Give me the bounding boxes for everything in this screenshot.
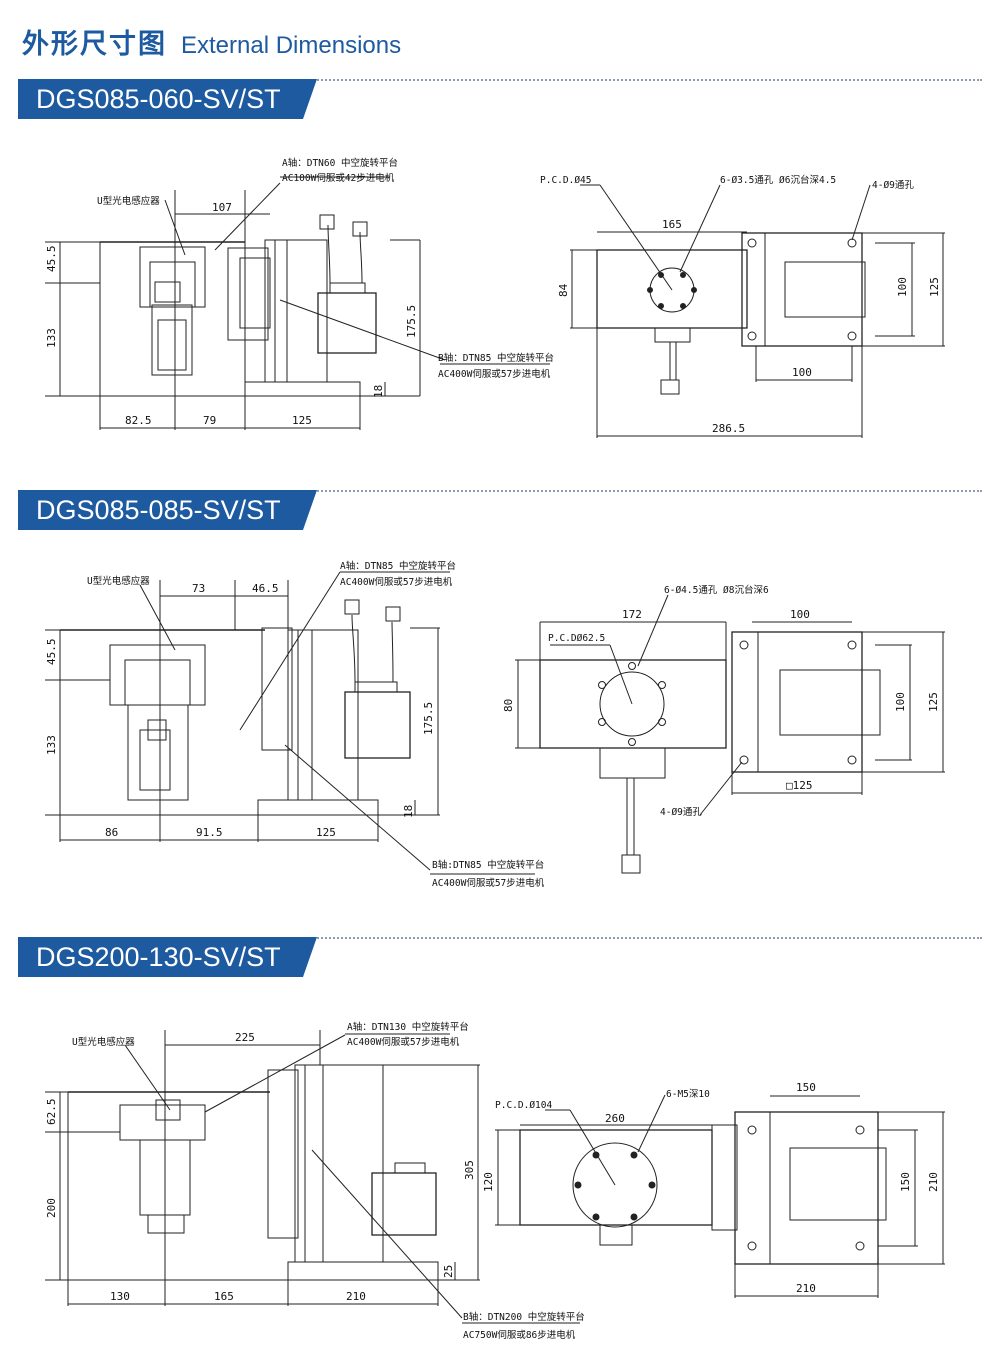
dim-label: 18: [372, 385, 385, 398]
dim-label: 210: [927, 1172, 940, 1192]
top-view-2: [515, 594, 945, 874]
dim-label: 172: [622, 608, 642, 621]
top-view-3: [495, 1094, 945, 1298]
dim-label: 175.5: [422, 702, 435, 735]
label-holes: 6-Ø3.5通孔 Ø6沉台深4.5: [720, 174, 836, 186]
dim-label: 91.5: [196, 826, 223, 839]
dim-label: 25: [442, 1265, 455, 1278]
dim-label: 100: [896, 277, 909, 297]
label-a-motor: AC400W伺服或57步进电机: [347, 1036, 460, 1048]
label-a-motor: AC400W伺服或57步进电机: [340, 576, 453, 588]
dim-label: 79: [203, 414, 216, 427]
top-view-1-labels: P.C.D.Ø45 6-Ø3.5通孔 Ø6沉台深4.5 4-Ø9通孔 165 8…: [540, 174, 941, 435]
label-a-axis: A轴：DTN85 中空旋转平台: [340, 560, 456, 572]
dim-label: 100: [792, 366, 812, 379]
dim-label: 82.5: [125, 414, 152, 427]
dim-label: 133: [45, 735, 58, 755]
label-pcd: P.C.D.Ø45: [540, 175, 591, 186]
dim-label: 100: [790, 608, 810, 621]
divider: [290, 937, 982, 939]
dim-label: 125: [292, 414, 312, 427]
dim-label: 18: [402, 805, 415, 818]
dim-label: 200: [45, 1198, 58, 1218]
model-tag: DGS085-085-SV/ST: [18, 490, 317, 530]
side-view-3: [45, 1030, 580, 1324]
divider: [290, 490, 982, 492]
label-b-axis: B轴：DTN200 中空旋转平台: [463, 1311, 585, 1323]
label-a-axis: A轴：DTN60 中空旋转平台: [282, 157, 398, 169]
label-b-motor: AC400W伺服或57步进电机: [438, 368, 551, 380]
label-b-axis: B轴:DTN85 中空旋转平台: [432, 859, 544, 871]
label-sensor: U型光电感应器: [97, 195, 160, 207]
dim-label: 130: [110, 1290, 130, 1303]
page-title-zh: 外形尺寸图: [22, 29, 167, 60]
label-b-motor: AC400W伺服或57步进电机: [432, 877, 545, 889]
dim-label: 150: [796, 1081, 816, 1094]
dim-label: 107: [212, 201, 232, 214]
label-a-motor: AC100W伺服或42步进电机: [282, 172, 395, 184]
dim-label: 125: [316, 826, 336, 839]
label-sensor: U型光电感应器: [87, 575, 150, 587]
dim-label: 80: [502, 699, 515, 712]
dim-label: 84: [557, 283, 570, 297]
dim-label: 165: [662, 218, 682, 231]
label-pcd: P.C.DØ62.5: [548, 633, 605, 644]
model-tag: DGS200-130-SV/ST: [18, 937, 317, 977]
label-b-motor: AC750W伺服或86步进电机: [463, 1329, 576, 1341]
dim-label: 120: [482, 1172, 495, 1192]
divider: [290, 79, 982, 81]
label-b-axis: B轴：DTN85 中空旋转平台: [438, 352, 554, 364]
label-mount: 4-Ø9通孔: [660, 807, 702, 818]
side-view-2-labels: A轴：DTN85 中空旋转平台 AC400W伺服或57步进电机 U型光电感应器 …: [45, 560, 545, 889]
top-view-3-labels: P.C.D.Ø104 6-M5深10 260 150 120 150 210 2…: [482, 1081, 940, 1295]
dim-label: 46.5: [252, 582, 279, 595]
dim-label: 133: [45, 328, 58, 348]
page-header: 外形尺寸图 External Dimensions: [22, 22, 401, 62]
dim-label: 125: [927, 692, 940, 712]
top-view-1: [570, 184, 945, 438]
side-view-1: [45, 176, 550, 430]
dim-label: 175.5: [405, 305, 418, 338]
dim-label: 210: [796, 1282, 816, 1295]
dim-label: 62.5: [45, 1099, 58, 1126]
label-pcd: P.C.D.Ø104: [495, 1100, 552, 1111]
label-a-axis: A轴：DTN130 中空旋转平台: [347, 1021, 469, 1033]
dim-label: 165: [214, 1290, 234, 1303]
dim-label: 86: [105, 826, 118, 839]
dim-label: 45.5: [45, 639, 58, 666]
dim-label: 45.5: [45, 246, 58, 273]
dim-label: 100: [894, 692, 907, 712]
dim-label: 150: [899, 1172, 912, 1192]
dim-label: 210: [346, 1290, 366, 1303]
side-view-1-labels: A轴：DTN60 中空旋转平台 AC100W伺服或42步进电机 U型光电感应器 …: [45, 157, 554, 427]
dim-label: 260: [605, 1112, 625, 1125]
side-view-2: [45, 571, 535, 875]
model-tag: DGS085-060-SV/ST: [18, 79, 317, 119]
label-holes: 6-Ø4.5通孔 Ø8沉台深6: [664, 584, 769, 596]
dim-label: 305: [463, 1160, 476, 1180]
dim-label: 125: [928, 277, 941, 297]
dim-label: 73: [192, 582, 205, 595]
dim-label: 225: [235, 1031, 255, 1044]
label-sensor: U型光电感应器: [72, 1036, 135, 1048]
dim-label: 286.5: [712, 422, 745, 435]
page-title-en: External Dimensions: [181, 32, 402, 59]
label-holes: 6-M5深10: [666, 1089, 710, 1100]
top-view-2-labels: P.C.DØ62.5 6-Ø4.5通孔 Ø8沉台深6 4-Ø9通孔 172 10…: [502, 584, 940, 818]
label-mount: 4-Ø9通孔: [872, 180, 914, 191]
dim-label: □125: [786, 779, 813, 792]
side-view-3-labels: A轴：DTN130 中空旋转平台 AC400W伺服或57步进电机 U型光电感应器…: [45, 1021, 585, 1341]
